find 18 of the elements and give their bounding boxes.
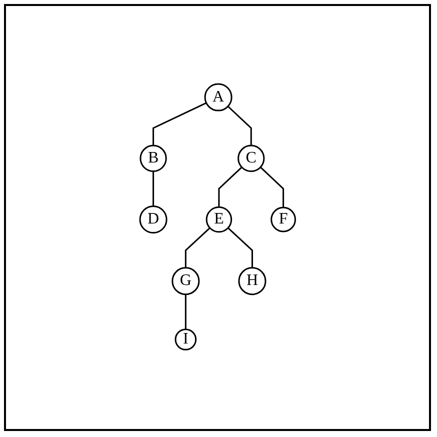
- node-circle: [174, 328, 196, 350]
- connector: [227, 227, 253, 268]
- connector: [184, 227, 210, 268]
- node-circle: [237, 144, 265, 172]
- connector: [227, 106, 252, 146]
- connector: [152, 102, 206, 146]
- connector: [152, 170, 154, 206]
- node-circle: [204, 82, 232, 112]
- node-circle: [140, 144, 167, 172]
- connector: [218, 166, 242, 207]
- node-circle: [238, 266, 266, 295]
- connector: [184, 294, 186, 330]
- node-circle: [172, 266, 200, 295]
- diagram-frame: A B C D E F G H I: [4, 4, 431, 431]
- connector: [260, 166, 284, 208]
- node-circle: [139, 205, 168, 234]
- node-circle: [206, 206, 232, 232]
- node-circle: [270, 206, 296, 232]
